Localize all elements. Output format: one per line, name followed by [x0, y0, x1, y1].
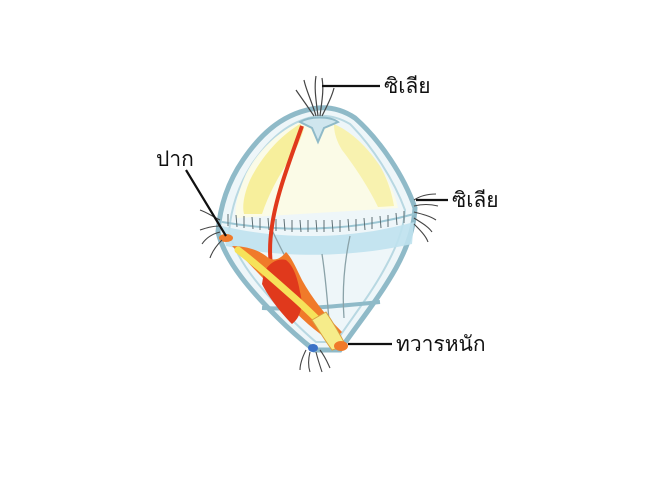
- label-anus: ทวารหนัก: [396, 332, 486, 356]
- upper-yellow-right: [334, 124, 394, 207]
- equator-fringe: [227, 211, 405, 233]
- label-cilia-right: ซิเลีย: [452, 188, 499, 212]
- upper-yellow-left: [243, 124, 304, 214]
- mouth-opening: [219, 234, 233, 242]
- lower-chord: [261, 300, 381, 311]
- label-mouth: ปาก: [156, 147, 194, 171]
- leader-mouth: [185, 169, 227, 237]
- oral-spot: [308, 344, 318, 352]
- cilia-tuft-right: [413, 193, 439, 243]
- inner-canal-3: [342, 235, 351, 319]
- apical-organ: [297, 116, 340, 145]
- cilia-tuft-top: [295, 75, 335, 117]
- label-cilia-top: ซิเลีย: [384, 74, 431, 98]
- equator-ridge: [221, 213, 415, 230]
- cilia-tuft-left: [199, 209, 223, 259]
- cilia-tuft-bottom: [299, 349, 331, 373]
- anal-pore: [334, 341, 348, 351]
